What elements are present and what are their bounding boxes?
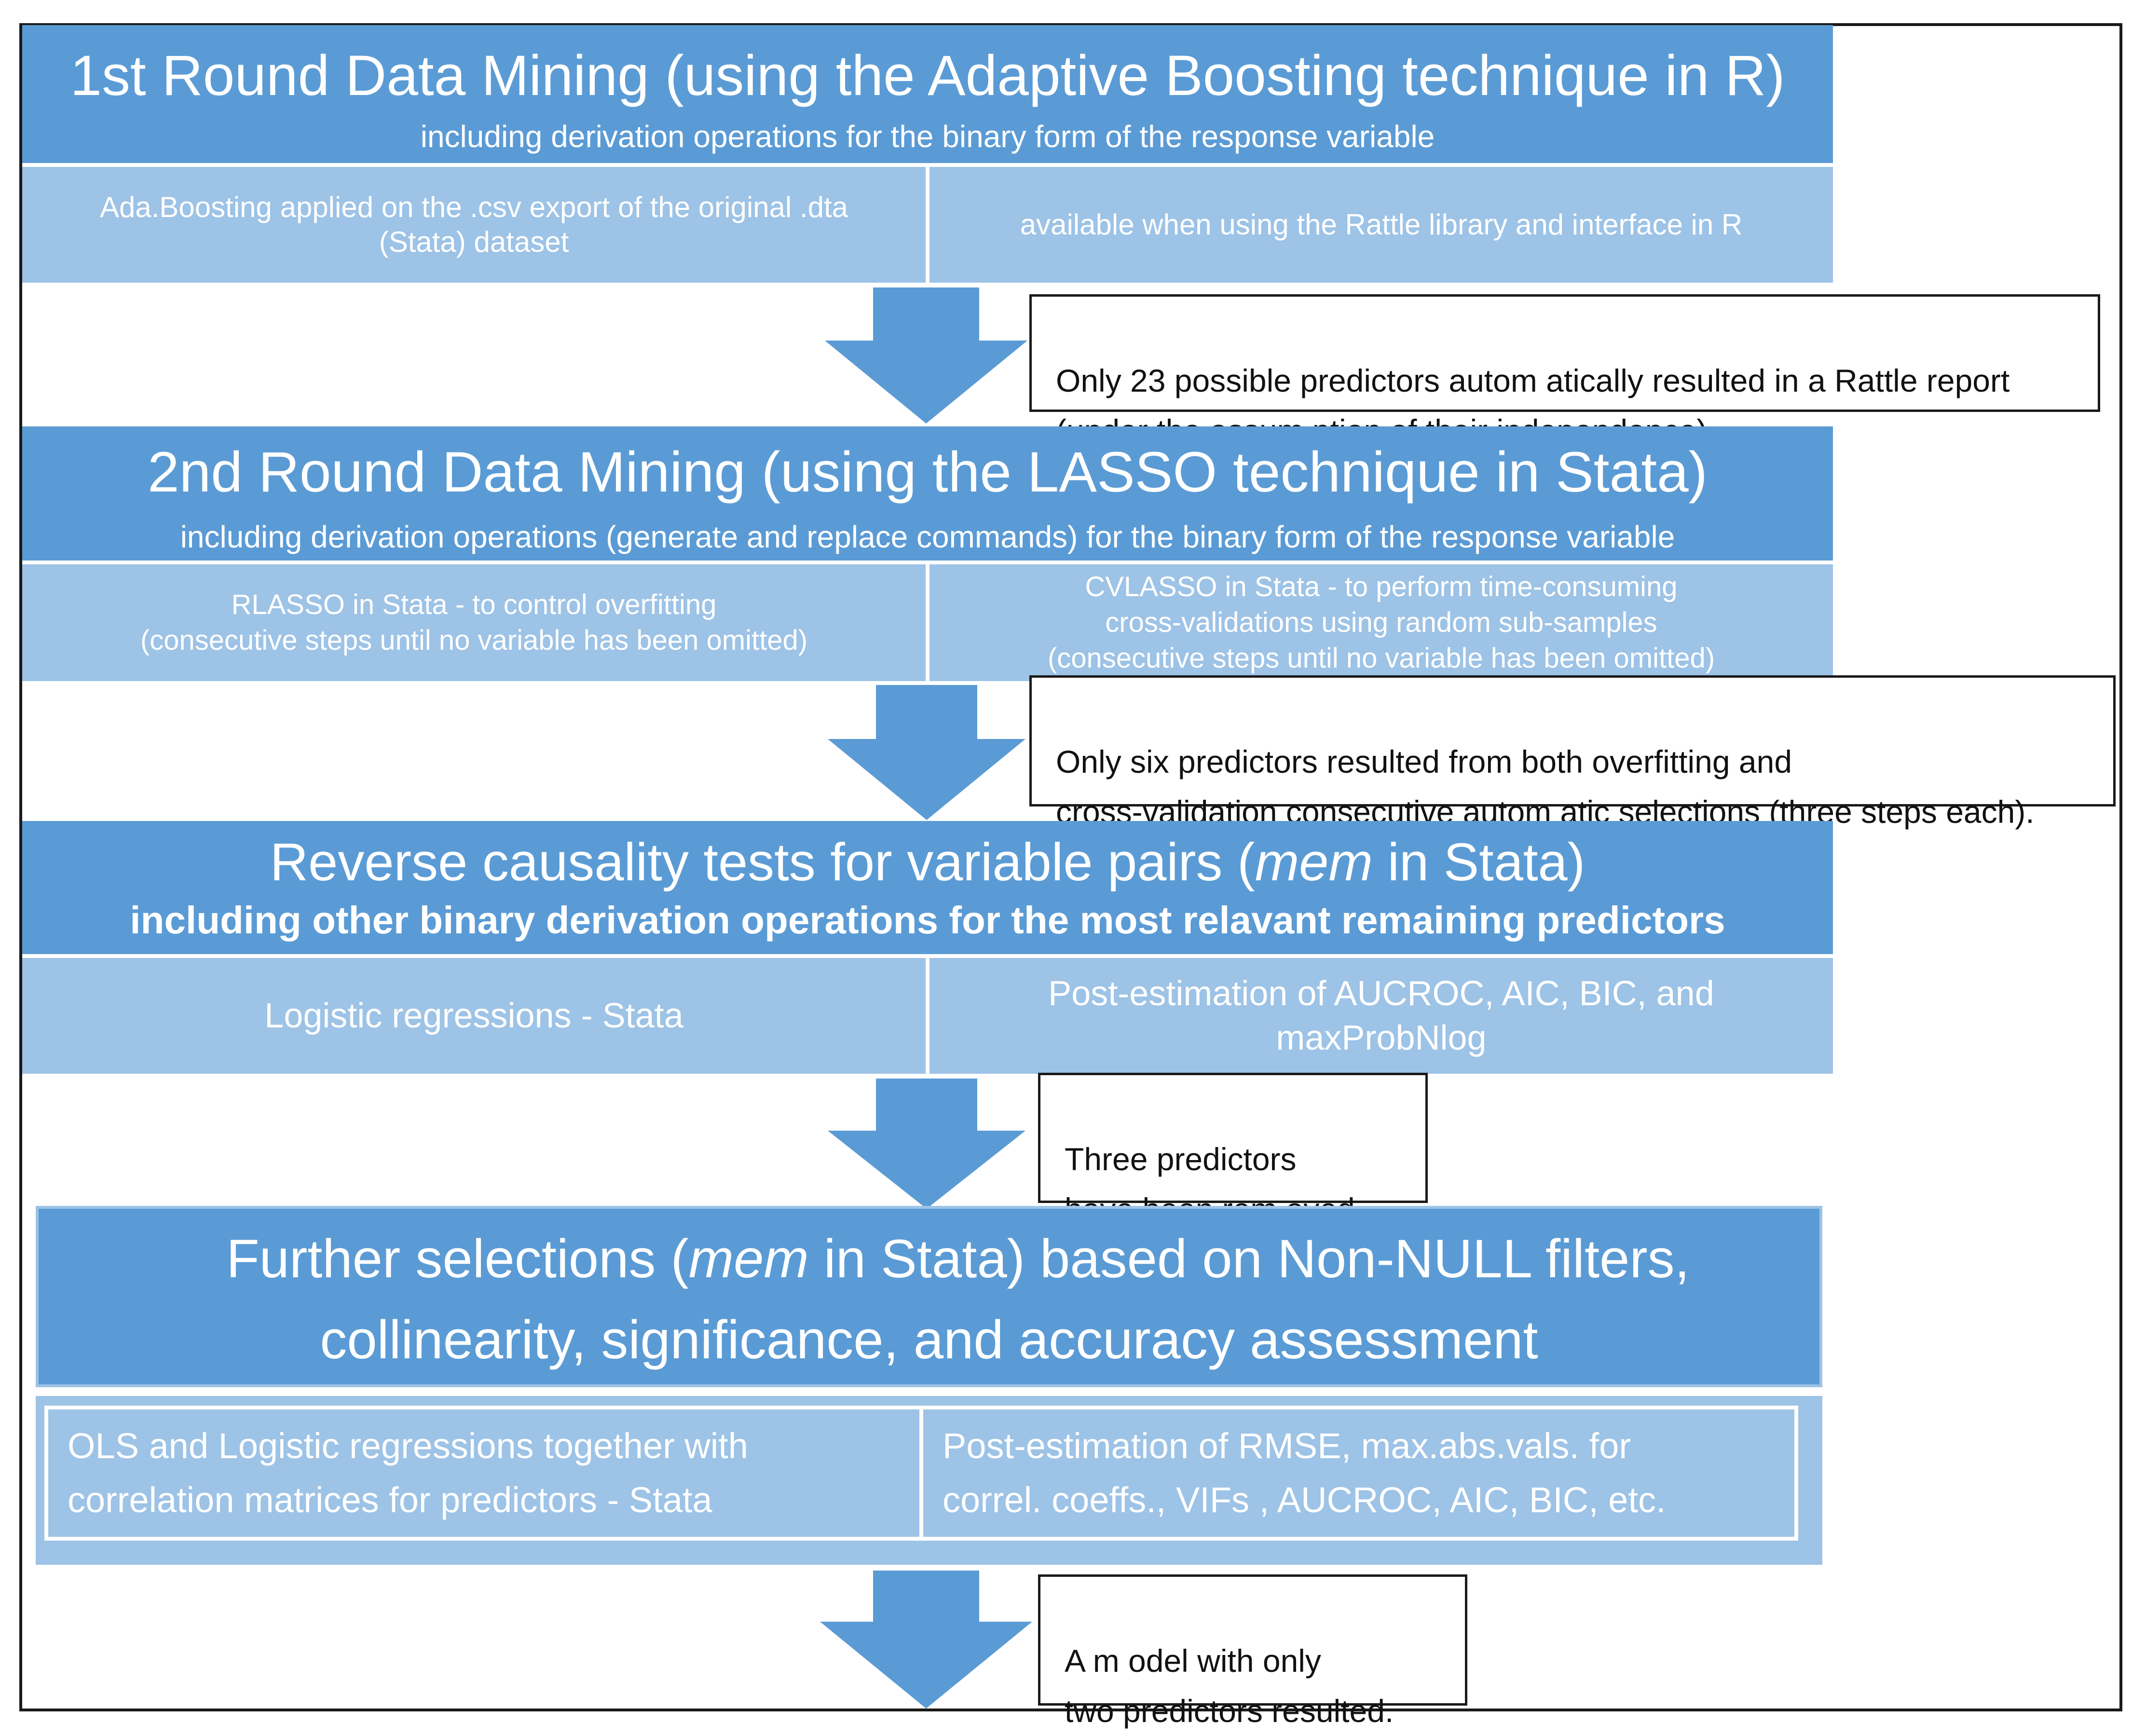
stage-3-left-text: Logistic regressions - Stata	[264, 997, 683, 1035]
stage-2-title: 2nd Round Data Mining (using the LASSO t…	[148, 440, 1708, 504]
stage-1-subtitle: including derivation operations for the …	[420, 119, 1435, 154]
diagram-frame	[19, 23, 2122, 1711]
stage-3-left-cell: Logistic regressions - Stata	[22, 958, 926, 1074]
stage-1-header: 1st Round Data Mining (using the Adaptiv…	[22, 25, 1833, 163]
down-arrow-icon	[825, 287, 1027, 424]
stage-4-left-text: OLS and Logistic regressions together wi…	[68, 1426, 748, 1520]
stage-4-title-emphasis: mem	[688, 1229, 809, 1289]
stage-4-note: A m odel with only two predictors result…	[1038, 1574, 1467, 1729]
stage-4-left-cell: OLS and Logistic regressions together wi…	[48, 1409, 919, 1537]
stage-3-title: Reverse causality tests for variable pai…	[22, 821, 1833, 896]
stage-2-detail-row: RLASSO in Stata - to control overfitting…	[22, 564, 1833, 681]
stage-3-subtitle: including other binary derivation operat…	[130, 899, 1725, 942]
stage-4-header: Further selections (mem in Stata) based …	[36, 1206, 1822, 1387]
stage-3-header: Reverse causality tests for variable pai…	[22, 821, 1833, 954]
stage-1-left-text: Ada.Boosting applied on the .csv export …	[99, 191, 848, 258]
stage-2-right-text: CVLASSO in Stata - to perform time-consu…	[1047, 571, 1715, 674]
stage-2-note-text: Only six predictors resulted from both o…	[1056, 744, 2035, 830]
stage-3-right-text: Post-estimation of AUCROC, AIC, BIC, and…	[1048, 974, 1714, 1057]
stage-4-detail-row: OLS and Logistic regressions together wi…	[44, 1406, 1798, 1541]
stage-2-right-cell: CVLASSO in Stata - to perform time-consu…	[926, 564, 1833, 681]
down-arrow-icon	[828, 1079, 1025, 1209]
stage-1-right-cell: available when using the Rattle library …	[926, 167, 1833, 283]
stage-3-right-cell: Post-estimation of AUCROC, AIC, BIC, and…	[926, 958, 1833, 1074]
stage-1-note: Only 23 possible predictors autom atical…	[1029, 294, 2100, 449]
stage-4-right-text: Post-estimation of RMSE, max.abs.vals. f…	[943, 1426, 1666, 1520]
stage-4-title: Further selections (mem in Stata) based …	[39, 1209, 1819, 1299]
down-arrow-icon	[828, 685, 1025, 820]
stage-3-title-part-1: Reverse causality tests for variable pai…	[270, 833, 1255, 892]
stage-2-note: Only six predictors resulted from both o…	[1029, 675, 2116, 830]
stage-4-right-cell: Post-estimation of RMSE, max.abs.vals. f…	[919, 1409, 1794, 1537]
stage-4-title-part-2: in Stata) based on Non-NULL filters,	[808, 1229, 1690, 1289]
stage-3-title-part-2: in Stata)	[1373, 833, 1586, 892]
stage-2-left-cell: RLASSO in Stata - to control overfitting…	[22, 564, 926, 681]
stage-1-title: 1st Round Data Mining (using the Adaptiv…	[70, 44, 1785, 108]
stage-1-right-text: available when using the Rattle library …	[1020, 208, 1743, 241]
stage-3-detail-row: Logistic regressions - Stata Post-estima…	[22, 958, 1833, 1074]
stage-4-title-part-1: Further selections (	[226, 1229, 689, 1289]
down-arrow-icon	[820, 1571, 1032, 1709]
stage-1-detail-row: Ada.Boosting applied on the .csv export …	[22, 167, 1833, 283]
stage-4-title-line-2: collinearity, significance, and accuracy…	[320, 1310, 1538, 1370]
stage-3-note: Three predictors have been rem oved.	[1038, 1073, 1428, 1227]
stage-2-left-text: RLASSO in Stata - to control overfitting…	[140, 589, 808, 656]
stage-1-left-cell: Ada.Boosting applied on the .csv export …	[22, 167, 926, 283]
stage-2-subtitle: including derivation operations (generat…	[180, 519, 1675, 554]
stage-2-header: 2nd Round Data Mining (using the LASSO t…	[22, 426, 1833, 560]
stage-4-note-text: A m odel with only two predictors result…	[1065, 1643, 1394, 1729]
stage-3-title-emphasis: mem	[1255, 833, 1373, 892]
